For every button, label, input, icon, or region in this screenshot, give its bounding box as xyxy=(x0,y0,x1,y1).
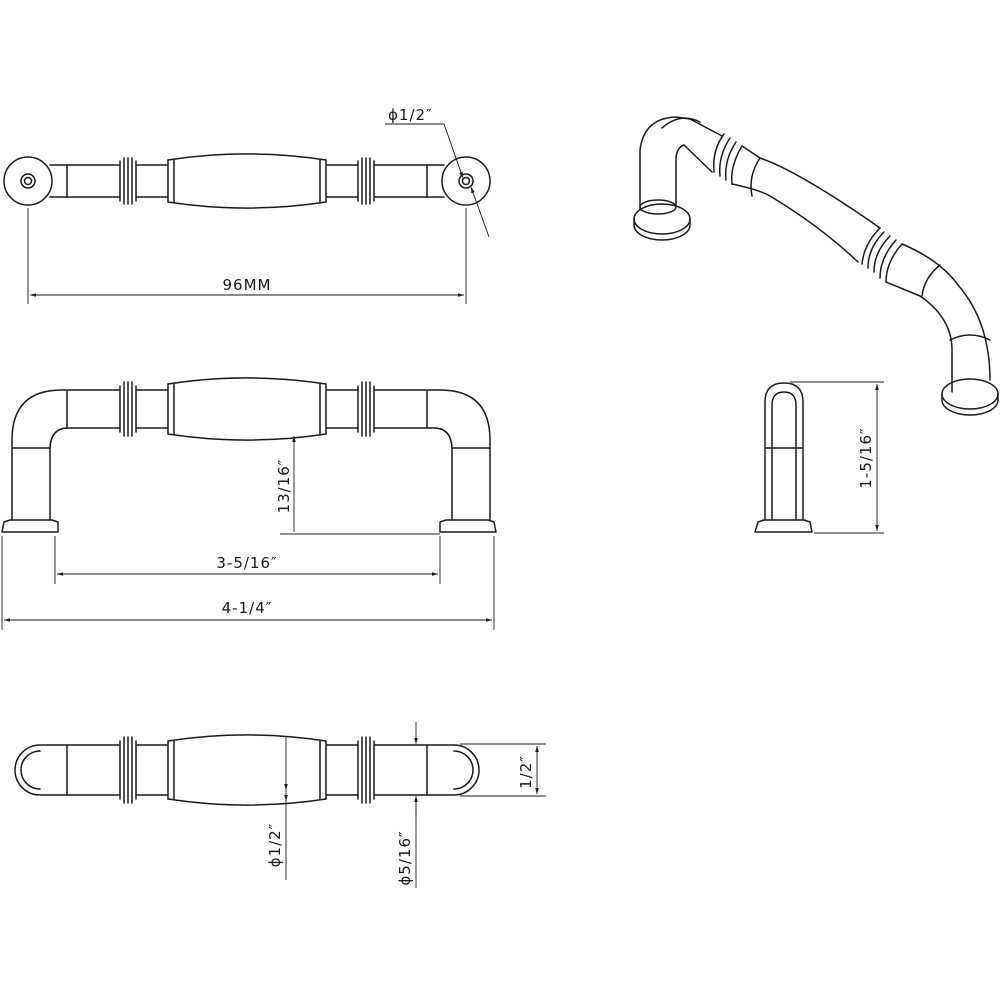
isometric-view xyxy=(633,116,999,416)
projection-label: 1-5/16″ xyxy=(857,427,875,488)
center-to-center-label: 96MM xyxy=(223,276,272,294)
front-view: 13/16″ 3-5/16″ 4-1/4″ xyxy=(1,377,497,630)
handle-body-side xyxy=(754,382,813,533)
bottom-view: ϕ1/2″ ϕ5/16″ 1/2″ xyxy=(14,722,546,888)
handle-body-top xyxy=(3,153,491,209)
handle-body-bottom xyxy=(14,734,480,806)
base-size-label: 1/2″ xyxy=(517,755,535,789)
handle-body-front xyxy=(1,377,497,533)
grip-diameter-label: ϕ1/2″ xyxy=(266,823,284,868)
top-view: 96MM ϕ1/2″ xyxy=(3,106,491,304)
post-diameter-label: ϕ5/16″ xyxy=(396,830,414,885)
hole-diameter-label: ϕ1/2″ xyxy=(388,106,433,124)
side-view: 1-5/16″ xyxy=(754,381,884,534)
inner-width-label: 3-5/16″ xyxy=(216,554,277,572)
overall-length-label: 4-1/4″ xyxy=(222,599,273,617)
height-label: 13/16″ xyxy=(275,459,293,514)
